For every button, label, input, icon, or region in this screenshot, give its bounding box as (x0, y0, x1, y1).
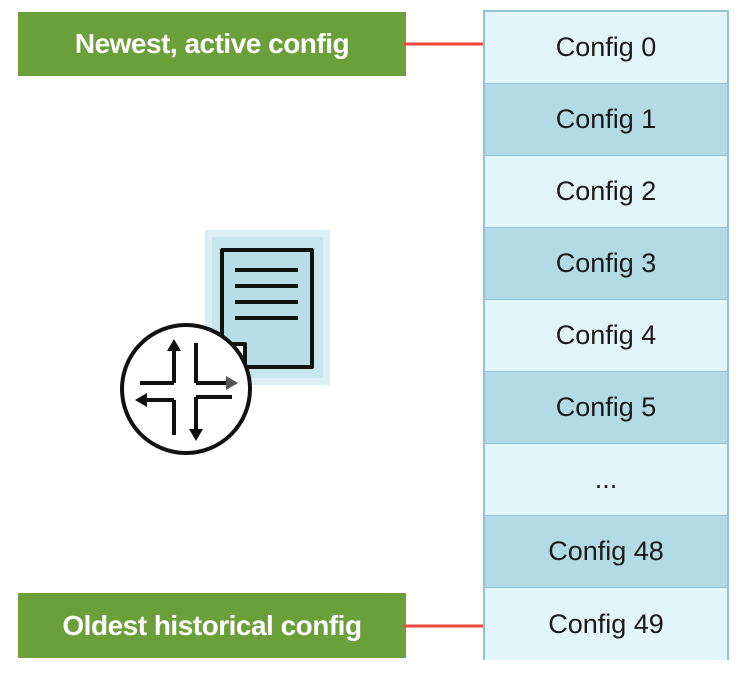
config-slot: Config 3 (485, 228, 727, 300)
router-icon (120, 323, 252, 455)
router-with-config-graphic (120, 230, 330, 455)
newest-config-label: Newest, active config (18, 12, 406, 76)
config-slot: Config 49 (485, 588, 727, 660)
config-slot: Config 2 (485, 156, 727, 228)
config-slot: Config 4 (485, 300, 727, 372)
config-slot: Config 48 (485, 516, 727, 588)
oldest-config-label: Oldest historical config (18, 593, 406, 658)
config-slot: Config 0 (485, 12, 727, 84)
config-slot: Config 5 (485, 372, 727, 444)
config-slot: Config 1 (485, 84, 727, 156)
config-slot: ... (485, 444, 727, 516)
config-document-icon (205, 230, 330, 385)
